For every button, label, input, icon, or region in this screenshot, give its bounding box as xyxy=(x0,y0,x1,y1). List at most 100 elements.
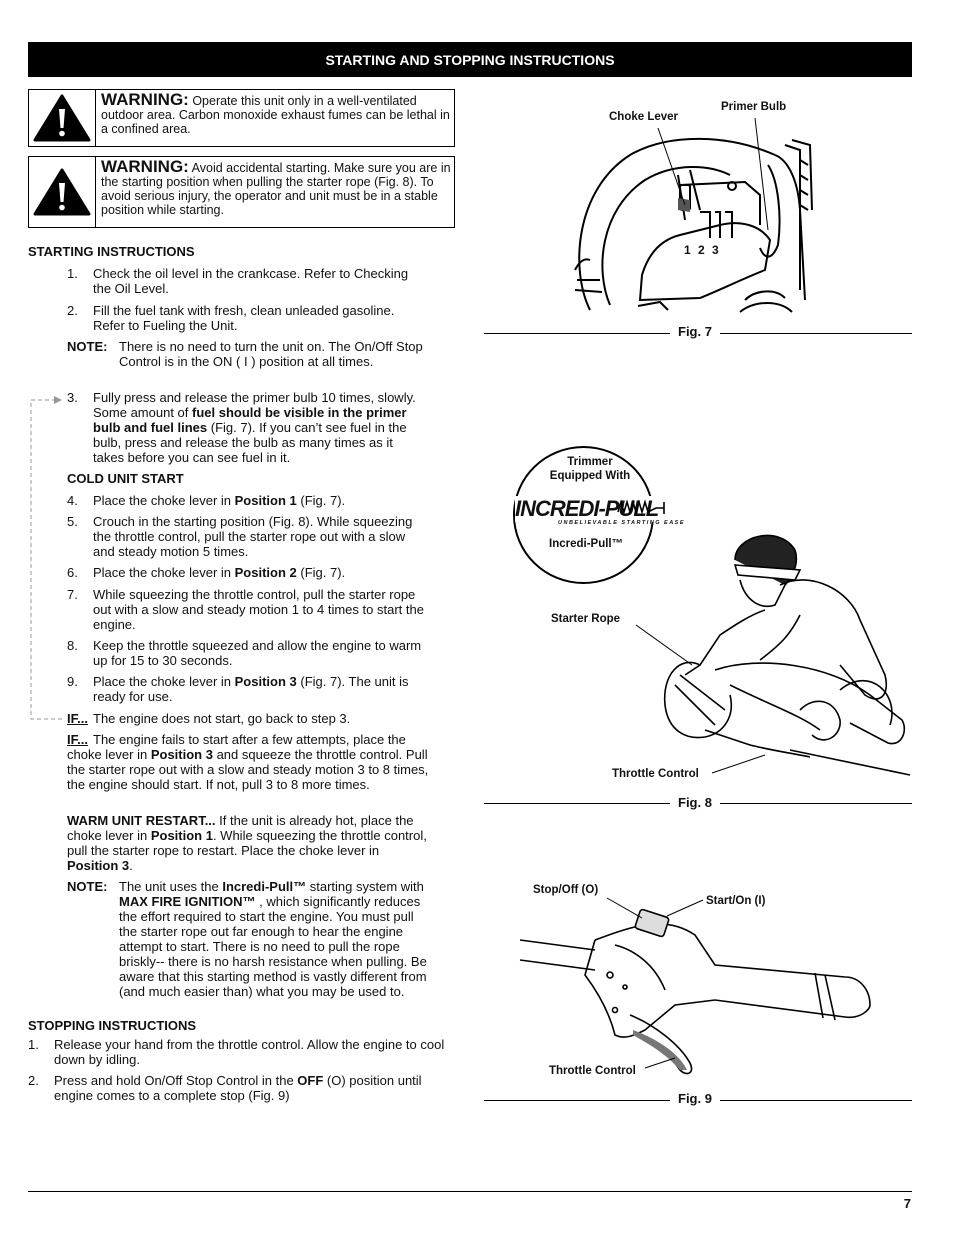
step-number: 8. xyxy=(67,638,78,653)
fig8-callout-lines xyxy=(635,624,766,774)
fig9-trimmer-handle-illustration xyxy=(519,908,871,1075)
warning-box-ventilation: WARNING: Operate this unit only in a wel… xyxy=(28,89,455,147)
fig9-throttle-label: Throttle Control xyxy=(549,1065,636,1077)
stopping-heading: STOPPING INSTRUCTIONS xyxy=(28,1018,197,1033)
footer-rule xyxy=(28,1191,912,1192)
step-4: 4. Place the choke lever in Position 1 (F… xyxy=(67,493,427,508)
note-text: The unit uses the xyxy=(119,879,223,894)
if-fails: IF...The engine fails to start after a f… xyxy=(67,732,429,792)
step-9: 9. Place the choke lever in Position 3 (F… xyxy=(67,674,427,704)
step-number: 7. xyxy=(67,587,78,602)
badge-top-text: Trimmer Equipped With xyxy=(549,456,631,482)
step-emphasis: Position 3 xyxy=(234,674,297,689)
fig7-caption: Fig. 7 xyxy=(670,324,720,339)
note-emphasis: MAX FIRE IGNITION™ xyxy=(119,894,256,909)
cold-start-heading: COLD UNIT START xyxy=(67,471,184,486)
if-not-start: IF... The engine does not start, go back … xyxy=(67,711,429,726)
if-text: The engine does not start, go back to st… xyxy=(93,711,351,726)
step-emphasis: OFF xyxy=(297,1073,324,1088)
fig8-throttle-label: Throttle Control xyxy=(612,768,699,780)
fig7-choke-positions: 1 2 3 xyxy=(684,243,721,257)
step-2: 2. Fill the fuel tank with fresh, clean u… xyxy=(67,303,427,333)
step-text: (Fig. 7). The unit is ready for use. xyxy=(93,674,409,704)
warning-icon-cell xyxy=(29,157,96,227)
step-number: 1. xyxy=(67,266,78,281)
note-text: There is no need to turn the unit on. Th… xyxy=(119,339,423,369)
step-text: (Fig. 7). xyxy=(296,493,346,508)
step-7: 7. While squeezing the throttle control, … xyxy=(67,587,427,632)
step-5: 5. Crouch in the starting position (Fig. … xyxy=(67,514,427,559)
warm-emphasis: Position 1 xyxy=(150,828,213,843)
note-on-off: NOTE: There is no need to turn the unit o… xyxy=(67,339,427,369)
step-text: Fully press and release the primer bulb … xyxy=(93,390,416,420)
badge-wave-icon xyxy=(617,499,665,515)
warm-label: WARM UNIT RESTART... xyxy=(67,813,216,828)
go-back-arrow xyxy=(30,396,62,720)
step-number: 5. xyxy=(67,514,78,529)
section-header: STARTING AND STOPPING INSTRUCTIONS xyxy=(28,42,912,77)
note-incredi-pull: NOTE:The unit uses the Incredi-Pull™ sta… xyxy=(67,879,427,999)
step-text: (O) position until engine comes to a com… xyxy=(54,1073,422,1103)
warning-triangle-icon xyxy=(33,168,91,216)
warning-title: WARNING: xyxy=(101,157,189,176)
step-8: 8. Keep the throttle squeezed and allow t… xyxy=(67,638,427,668)
if-label: IF... xyxy=(67,732,88,747)
step-text: (Fig. 7). If you can’t see fuel in the b… xyxy=(93,420,407,465)
warning-text: Operate this unit only in a well-ventila… xyxy=(101,94,450,136)
step-number: 6. xyxy=(67,565,78,580)
warning-box-accidental-start: WARNING: Avoid accidental starting. Make… xyxy=(28,156,455,228)
step-text: Press and hold On/Off Stop Control in th… xyxy=(54,1073,298,1088)
fig9-callout-lines xyxy=(606,897,704,1069)
if-text: The engine fails to start after a few at… xyxy=(67,732,406,762)
step-text: (Fig. 7). xyxy=(296,565,346,580)
step-text: Place the choke lever in xyxy=(93,493,235,508)
step-text: Crouch in the starting position (Fig. 8)… xyxy=(93,514,413,559)
fig7-callout-lines xyxy=(657,117,769,231)
step-1: 1.Check the oil level in the crankcase. … xyxy=(67,266,427,296)
step-number: 9. xyxy=(67,674,78,689)
badge-tagline: UNBELIEVABLE STARTING EASE xyxy=(558,520,686,526)
step-text: Fill the fuel tank with fresh, clean unl… xyxy=(93,303,395,333)
if-emphasis: Position 3 xyxy=(150,747,213,762)
fig9-stop-label: Stop/Off (O) xyxy=(533,884,599,896)
fig9-start-label: Start/On (I) xyxy=(706,895,766,907)
step-number: 2. xyxy=(28,1073,39,1088)
warm-restart: WARM UNIT RESTART... If the unit is alre… xyxy=(67,813,429,873)
note-label: NOTE: xyxy=(67,339,108,354)
warning-triangle-icon xyxy=(33,94,91,142)
step-text: Keep the throttle squeezed and allow the… xyxy=(93,638,422,668)
step-text: While squeezing the throttle control, pu… xyxy=(93,587,424,632)
warm-emphasis: Position 3 xyxy=(67,858,130,873)
fig8-operator-illustration xyxy=(663,534,911,776)
if-label: IF... xyxy=(67,711,88,726)
stop-step-2: 2. Press and hold On/Off Stop Control in … xyxy=(28,1073,456,1103)
step-text: Place the choke lever in xyxy=(93,674,235,689)
step-3: 3. Fully press and release the primer bul… xyxy=(67,390,427,465)
fig7-engine-illustration xyxy=(574,137,813,313)
stop-step-1: 1. Release your hand from the throttle co… xyxy=(28,1037,456,1067)
badge-bottom-text: Incredi-Pull™ xyxy=(549,538,624,550)
step-6: 6.Place the choke lever in Position 2 (F… xyxy=(67,565,427,580)
step-emphasis: fuel should be visible in the primer bul… xyxy=(93,405,407,435)
warm-text: . xyxy=(129,858,133,873)
page-number: 7 xyxy=(903,1196,911,1211)
step-number: 3. xyxy=(67,390,78,405)
fig7-primer-label: Primer Bulb xyxy=(721,101,787,113)
note-text: , which significantly reduces the effort… xyxy=(119,894,427,999)
step-text: Place the choke lever in xyxy=(93,565,235,580)
if-text: and squeeze the throttle control. Pull t… xyxy=(67,747,429,792)
warning-icon-cell xyxy=(29,90,96,146)
warning-title: WARNING: xyxy=(101,90,189,109)
note-text: starting system with xyxy=(306,879,424,894)
step-number: 2. xyxy=(67,303,78,318)
starting-heading: STARTING INSTRUCTIONS xyxy=(28,244,195,259)
fig8-starter-rope-label: Starter Rope xyxy=(551,613,621,625)
step-number: 1. xyxy=(28,1037,39,1052)
warm-text: If the unit is already hot, place the ch… xyxy=(67,813,414,843)
step-emphasis: Position 1 xyxy=(234,493,297,508)
fig7-choke-label: Choke Lever xyxy=(609,111,679,123)
fig8-caption: Fig. 8 xyxy=(670,795,720,810)
step-number: 4. xyxy=(67,493,78,508)
step-text: Release your hand from the throttle cont… xyxy=(54,1037,445,1067)
warm-text: . While squeezing the throttle control, … xyxy=(67,828,427,858)
